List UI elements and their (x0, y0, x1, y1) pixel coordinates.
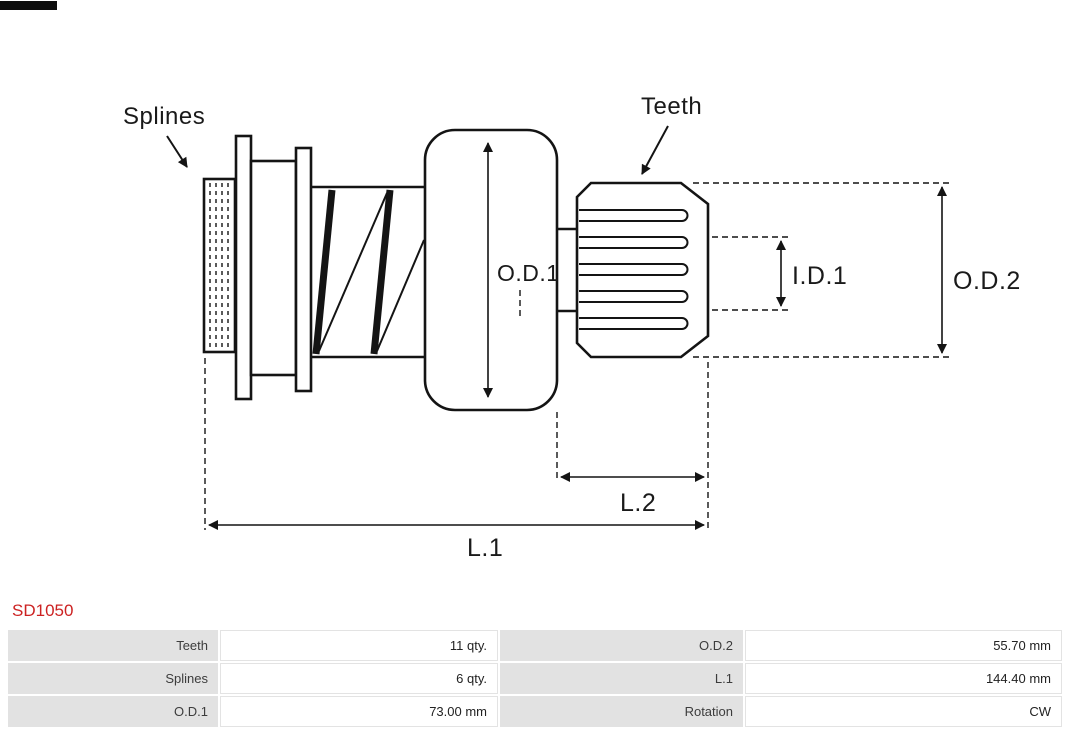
spec-value-rotation: CW (745, 696, 1062, 727)
spec-label-l1: L.1 (500, 663, 743, 694)
label-od1: O.D.1 (497, 260, 560, 286)
label-l2: L.2 (620, 489, 656, 517)
pinion-gear (575, 181, 710, 359)
dimension-arrows (208, 142, 947, 530)
flange-rear (294, 146, 313, 393)
flange-front (234, 134, 253, 401)
spec-value-l1: 144.40 mm (745, 663, 1062, 694)
hub-cylinder (249, 159, 298, 377)
table-row: Splines 6 qty. L.1 144.40 mm (8, 663, 1062, 694)
starter-drive-outline (202, 134, 313, 401)
spec-label-rotation: Rotation (500, 696, 743, 727)
technical-drawing: Splines Teeth O.D.1 I.D.1 O.D.2 L.2 L.1 (123, 93, 1021, 562)
spec-label-od1: O.D.1 (8, 696, 218, 727)
spec-value-splines: 6 qty. (220, 663, 498, 694)
teeth-leader-arrow (641, 125, 669, 175)
extension-lines (204, 182, 950, 530)
spec-value-od2: 55.70 mm (745, 630, 1062, 661)
label-od2: O.D.2 (953, 267, 1021, 295)
spline-hatch (209, 183, 229, 348)
spec-table: Teeth 11 qty. O.D.2 55.70 mm Splines 6 q… (8, 630, 1062, 727)
label-teeth: Teeth (641, 93, 702, 120)
label-splines: Splines (123, 103, 205, 130)
spec-label-splines: Splines (8, 663, 218, 694)
table-row: O.D.1 73.00 mm Rotation CW (8, 696, 1062, 727)
splines-leader-arrow (166, 135, 188, 168)
spec-value-teeth: 11 qty. (220, 630, 498, 661)
gear-teeth (579, 209, 689, 330)
spring (311, 185, 425, 359)
spec-label-od2: O.D.2 (500, 630, 743, 661)
shaft-neck (557, 227, 577, 313)
table-row: Teeth 11 qty. O.D.2 55.70 mm (8, 630, 1062, 661)
logo-fragment (0, 1, 57, 10)
part-number: SD1050 (12, 601, 74, 620)
spec-value-od1: 73.00 mm (220, 696, 498, 727)
label-id1: I.D.1 (792, 262, 847, 290)
label-l1: L.1 (467, 534, 503, 562)
splined-shaft-end (202, 177, 237, 354)
spec-label-teeth: Teeth (8, 630, 218, 661)
